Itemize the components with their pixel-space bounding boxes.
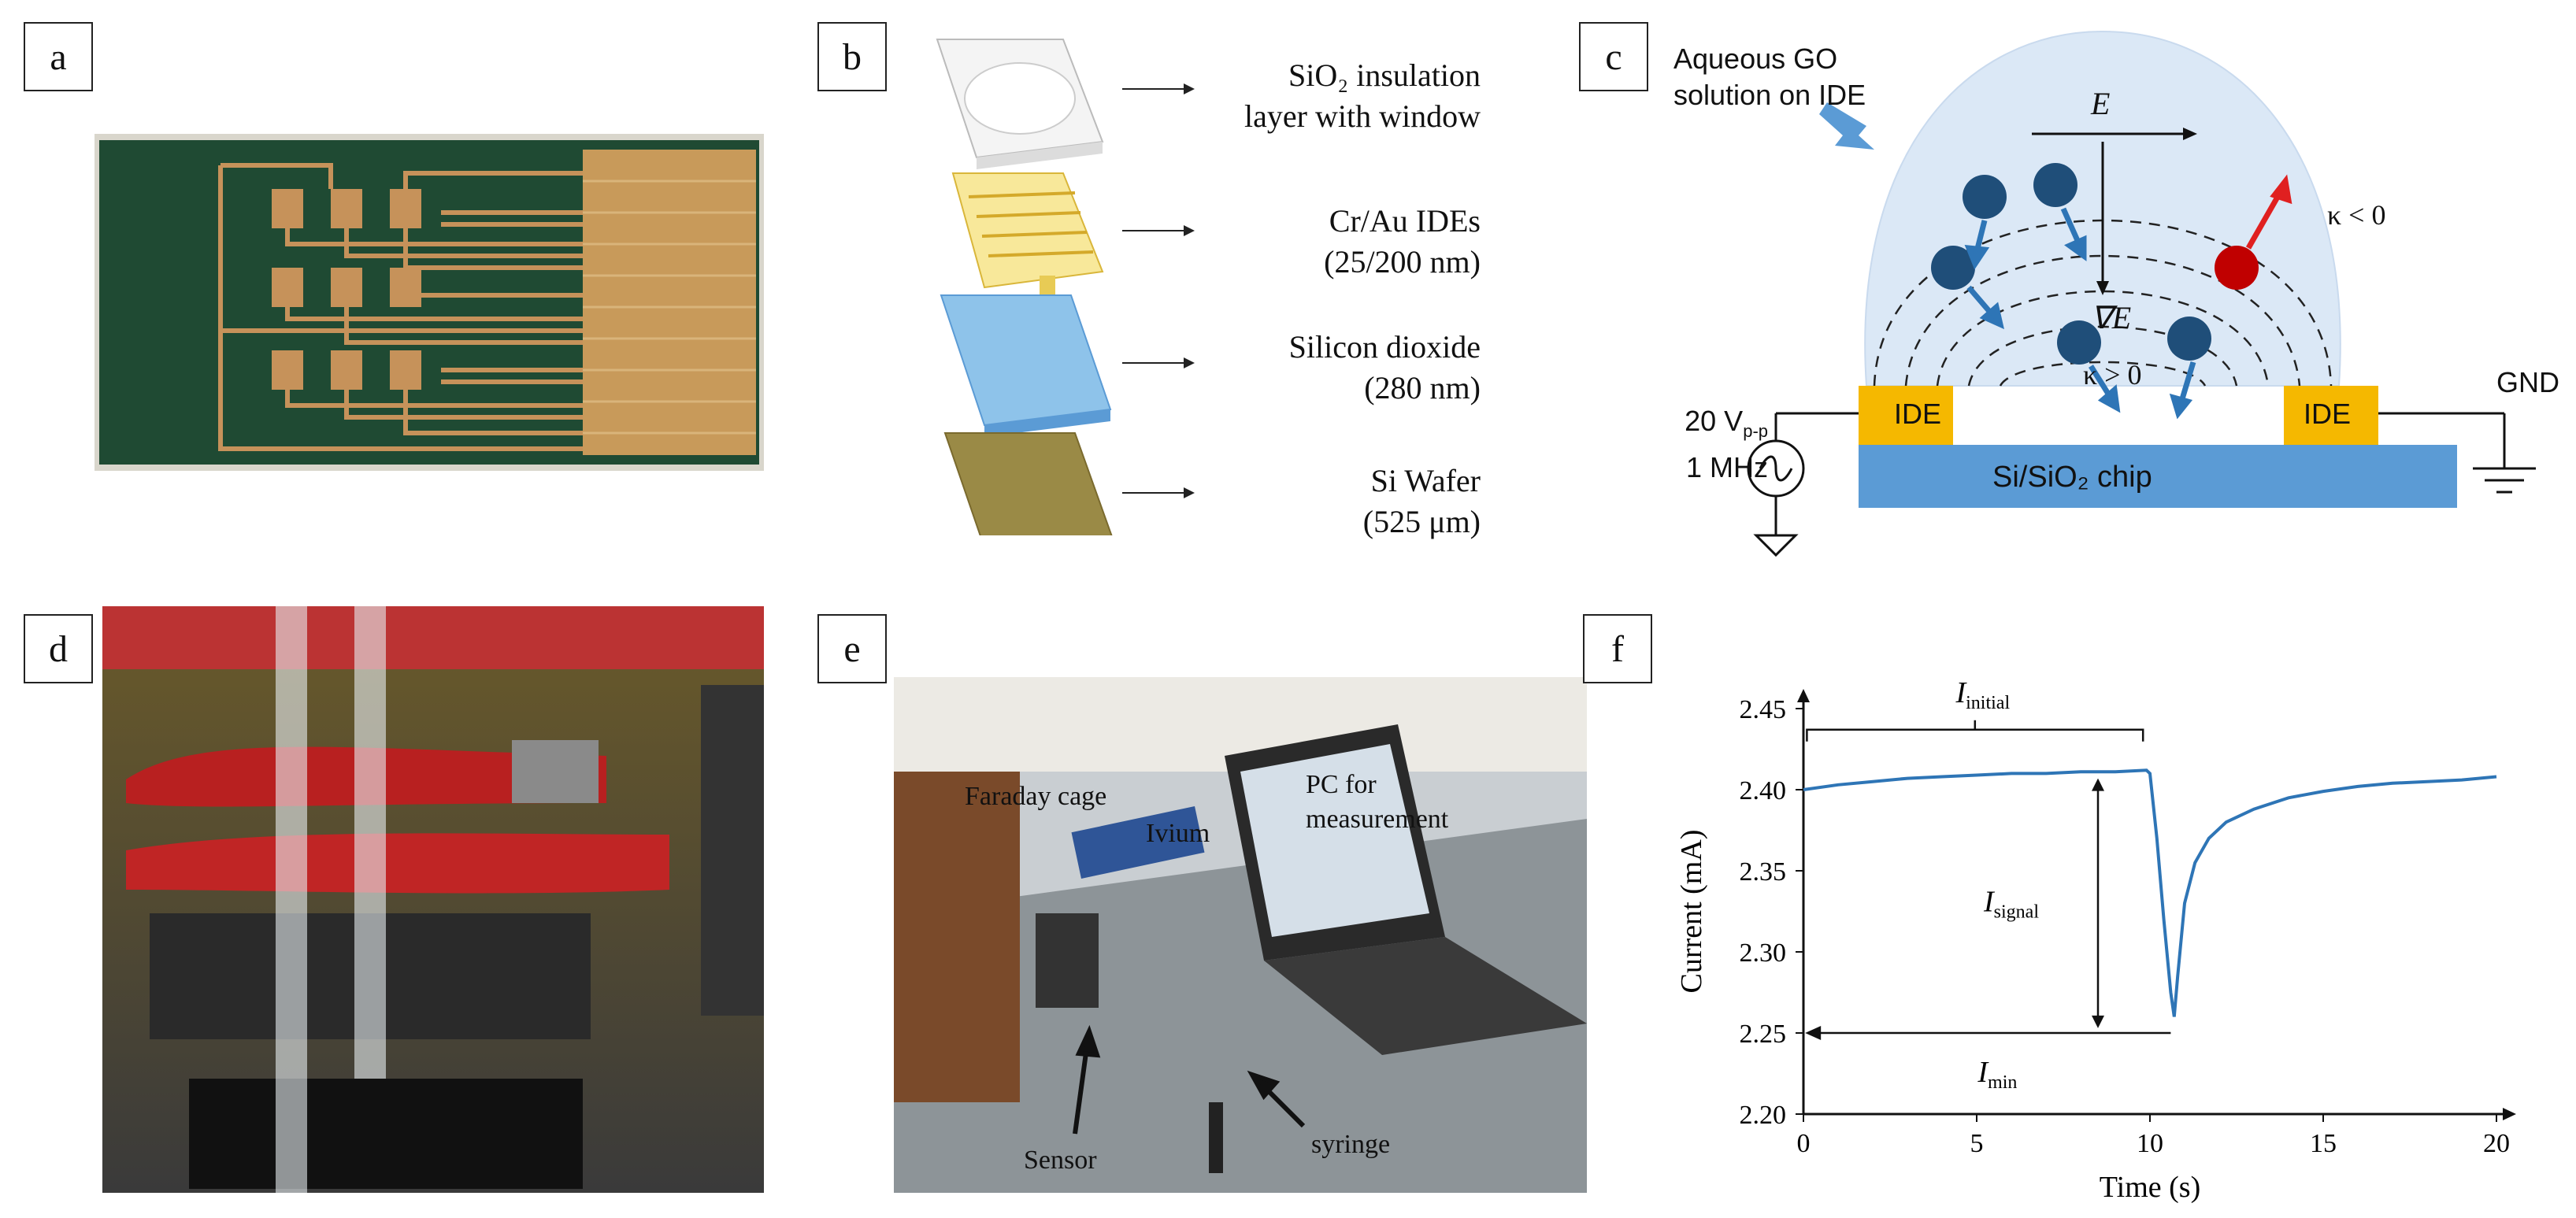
panel-e-label: e — [817, 614, 887, 683]
x-axis-arrowhead — [2503, 1108, 2516, 1120]
grad-e-label: ∇E — [2091, 300, 2132, 335]
y-tick-label: 2.30 — [1740, 938, 1787, 968]
dielectrophoresis-diagram — [1747, 30, 2536, 557]
panel-c-diagram — [1638, 16, 2575, 567]
ide-right-label: IDE — [2304, 398, 2352, 430]
signal-arrowhead-bottom — [2092, 1015, 2104, 1028]
y-tick-label: 2.25 — [1740, 1020, 1787, 1049]
panel-e-photo — [894, 677, 1587, 1193]
chip-label: Si/SiO₂ chip — [1992, 461, 2152, 494]
kappa-positive-label: κ > 0 — [2083, 359, 2142, 391]
ide-chip-photo — [95, 134, 764, 471]
y-axis-title: Current (mA) — [1675, 830, 1708, 994]
y-tick-label: 2.40 — [1740, 776, 1787, 805]
panel-f-label: f — [1583, 614, 1652, 683]
panel-d-photo — [102, 606, 764, 1193]
panel-d-label: d — [24, 614, 93, 683]
layer-arrow-2 — [1122, 225, 1195, 236]
x-axis-title: Time (s) — [2100, 1171, 2200, 1204]
x-tick-label: 5 — [1970, 1129, 1984, 1158]
layer-arrow-3 — [1122, 357, 1195, 368]
ide-left-label: IDE — [1894, 398, 1942, 430]
e-field-label: E — [2091, 86, 2111, 121]
panel-b-label: b — [817, 22, 887, 91]
panel-c-label: c — [1579, 22, 1648, 91]
panel-a-photo — [95, 134, 764, 471]
i-signal-subscript: signal — [1994, 902, 2040, 923]
layer-label-ide: Cr/Au IDEs(25/200 nm) — [1324, 203, 1481, 280]
syringe-label: syringe — [1311, 1130, 1391, 1159]
x-tick-label: 10 — [2137, 1129, 2163, 1158]
faraday-cage-label: Faraday cage — [965, 782, 1107, 811]
y-axis-arrowhead — [1797, 689, 1810, 702]
y-tick-label: 2.20 — [1740, 1101, 1787, 1130]
i-min-label: Imin — [1977, 1056, 2017, 1093]
photo-arrows — [1073, 1024, 1306, 1135]
i-min-subscript: min — [1988, 1072, 2017, 1093]
layer-arrow-1 — [1122, 83, 1195, 94]
sensor-label: Sensor — [1024, 1146, 1097, 1175]
min-arrowhead — [1805, 1026, 1822, 1040]
clamp-photo — [102, 606, 764, 1193]
panel-a-label: a — [24, 22, 93, 91]
layer-label-silicon-dioxide: Silicon dioxide(280 nm) — [1288, 329, 1481, 405]
i-initial-label: Iinitial — [1955, 677, 2010, 713]
i-initial-subscript: initial — [1966, 693, 2010, 713]
layer-stack-diagram — [936, 39, 1116, 561]
kappa-negative-label: κ < 0 — [2327, 199, 2386, 231]
current-series-line — [1803, 768, 2497, 1017]
x-tick-label: 15 — [2310, 1129, 2337, 1158]
signal-arrowhead-top — [2092, 778, 2104, 791]
gnd-label: GND — [2496, 366, 2559, 398]
y-tick-label: 2.45 — [1740, 695, 1787, 724]
x-tick-label: 20 — [2483, 1129, 2510, 1158]
layer-label-si-wafer: Si Wafer(525 μm) — [1362, 463, 1481, 539]
layer-arrow-4 — [1122, 487, 1195, 498]
y-tick-label: 2.35 — [1740, 857, 1787, 887]
x-tick-label: 0 — [1797, 1129, 1811, 1158]
panel-b-layer-stack — [866, 16, 1575, 561]
initial-bracket — [1806, 728, 2144, 742]
i-signal-label: Isignal — [1983, 886, 2039, 923]
ivium-label: Ivium — [1146, 819, 1210, 848]
source-label: 20 Vp-p 1 MHz — [1685, 405, 1768, 484]
setup-photo — [894, 677, 1587, 1193]
